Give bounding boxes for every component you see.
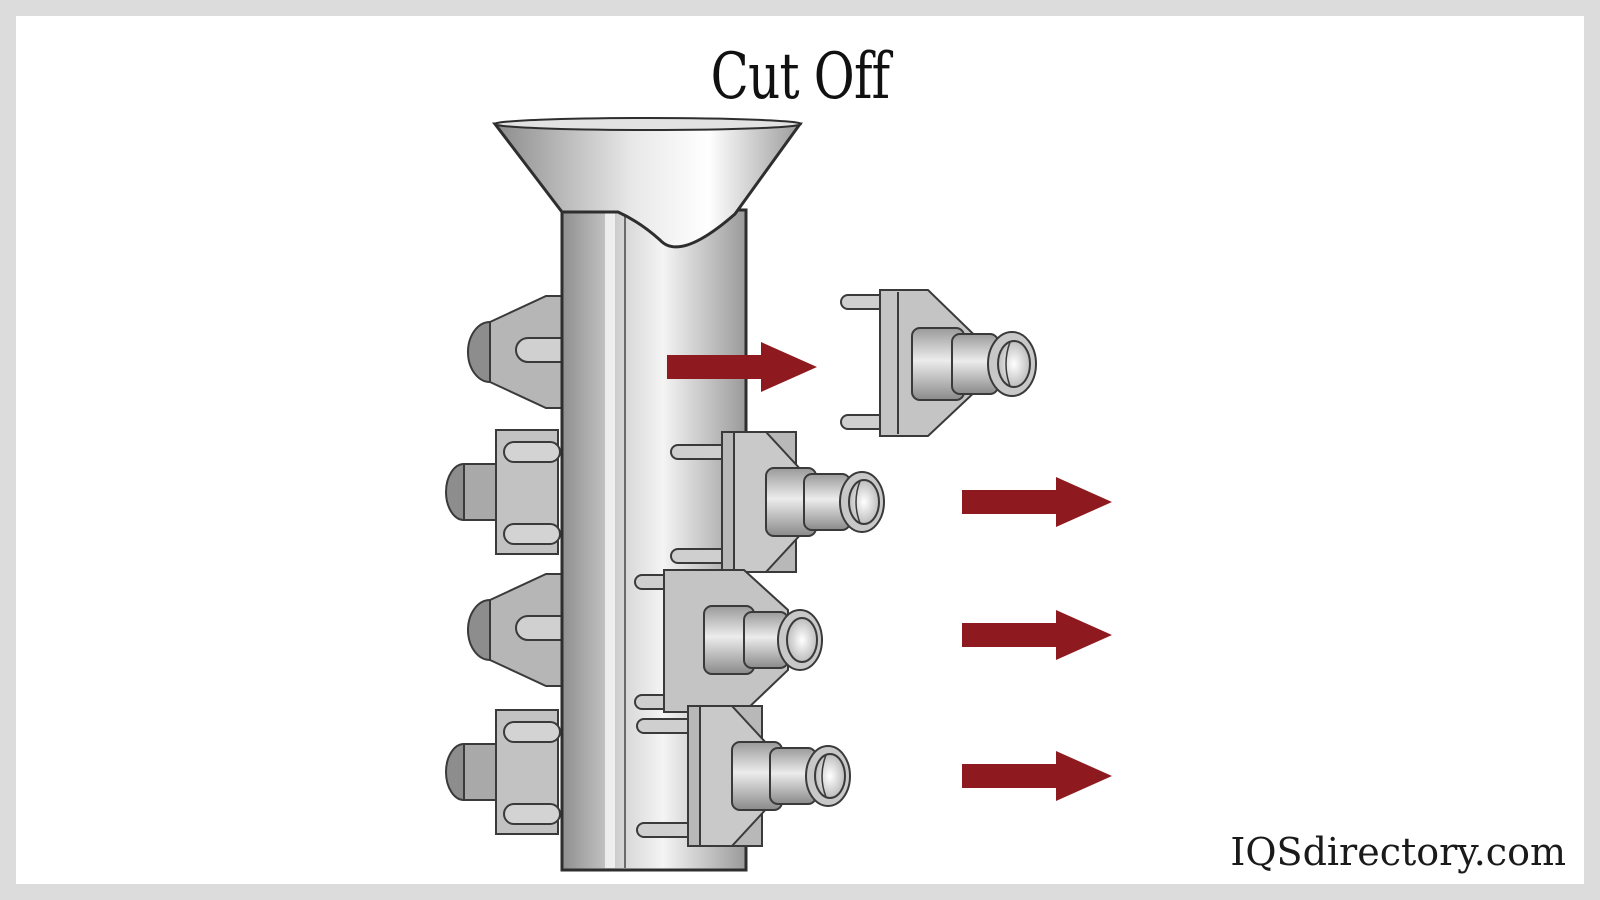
arrow-right-icon — [962, 477, 1112, 527]
back-fitting-4 — [445, 709, 561, 835]
funnel-sprue — [491, 117, 803, 249]
brand-watermark: IQSdirectory.com — [1230, 830, 1566, 874]
arrow-right-icon — [962, 751, 1112, 801]
attached-fitting-2 — [634, 569, 823, 713]
arrow-right-icon — [962, 610, 1112, 660]
back-fitting-1 — [467, 295, 573, 409]
diagram-frame — [16, 16, 1584, 884]
back-fitting-3 — [467, 573, 573, 687]
diagram-title: Cut Off — [710, 40, 890, 114]
back-fitting-2 — [445, 429, 561, 555]
detached-fitting — [840, 289, 1037, 437]
